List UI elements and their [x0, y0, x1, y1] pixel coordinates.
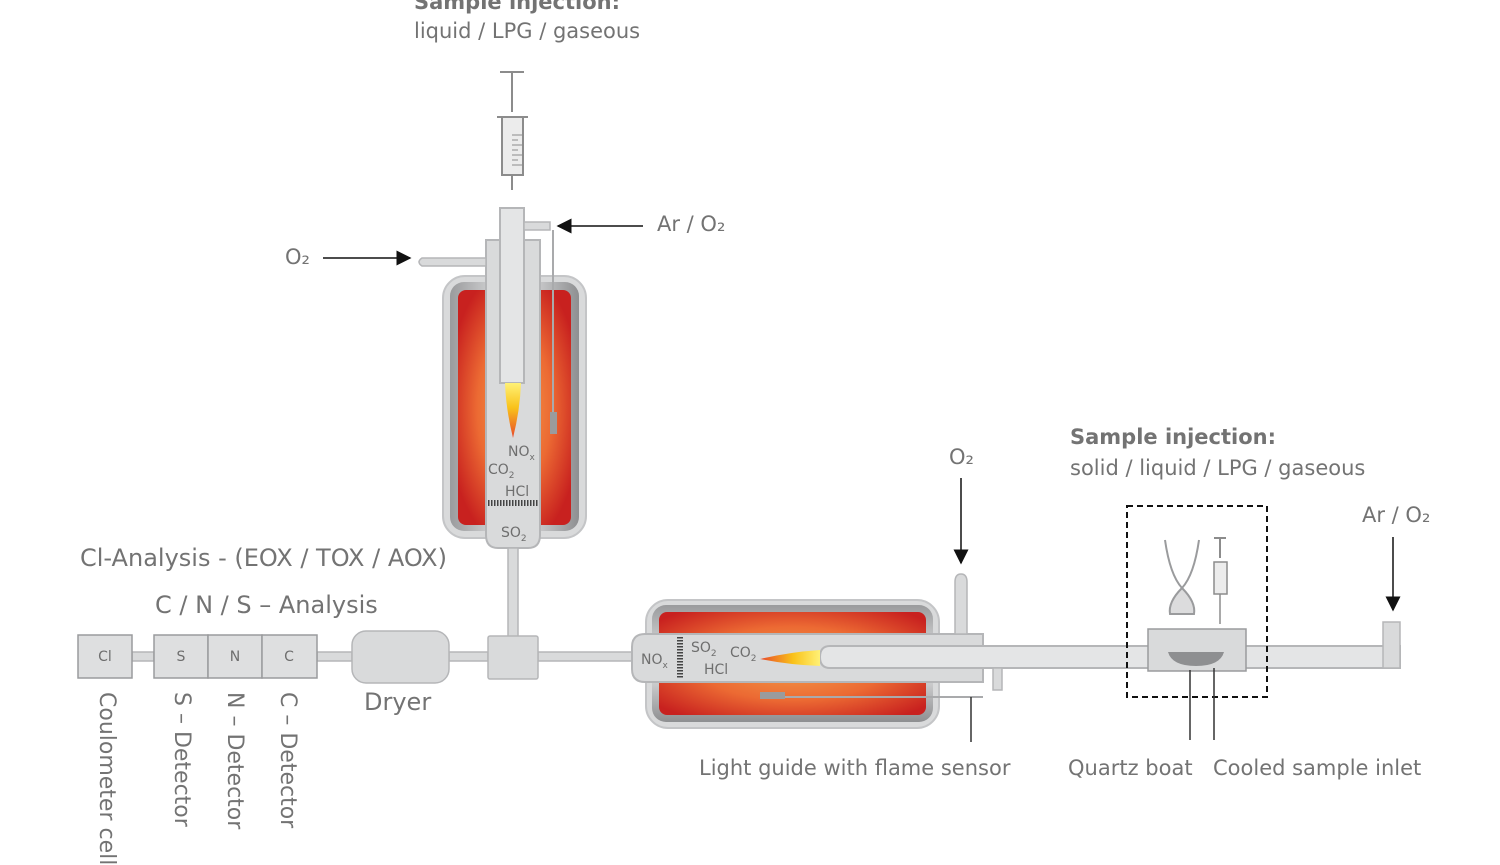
right-ar-o2-label: Ar / O₂ — [1362, 503, 1431, 527]
h-gas-so2: SO2 — [691, 640, 717, 659]
v-gas-co2: CO2 — [488, 462, 515, 481]
solid-injection-box — [1126, 505, 1268, 698]
top-injection-title: Sample injection: — [414, 0, 621, 14]
vertical-furnace: NOx CO2 HCl SO2 — [418, 207, 587, 639]
main-tubing — [131, 635, 634, 680]
top-injection-subtitle: liquid / LPG / gaseous — [414, 19, 641, 43]
box-s: S — [177, 649, 186, 665]
light-guide-label: Light guide with flame sensor — [699, 756, 1011, 780]
n-detector-label: N – Detector — [222, 692, 247, 830]
top-ar-o2-label: Ar / O₂ — [657, 212, 726, 236]
callout-lines — [970, 668, 1215, 742]
detector-boxes — [77, 634, 318, 679]
s-detector-label: S – Detector — [169, 692, 194, 827]
h-gas-hcl: HCl — [704, 662, 728, 678]
inlet-elbow — [1382, 621, 1401, 669]
h-gas-co2: CO2 — [730, 645, 757, 664]
right-injection-subtitle: solid / liquid / LPG / gaseous — [1070, 456, 1366, 480]
cns-analysis-title: C / N / S – Analysis — [155, 591, 378, 619]
right-injection-title: Sample injection: — [1070, 425, 1277, 449]
coulometer-label: Coulometer cell — [94, 692, 119, 865]
dryer-label: Dryer — [364, 688, 432, 716]
v-gas-so2: SO2 — [501, 525, 527, 544]
c-detector-label: C – Detector — [275, 692, 300, 829]
diagram-canvas: NOx CO2 HCl SO2 Cl S N C — [77, 71, 1401, 742]
dryer-unit — [351, 630, 450, 684]
v-gas-hcl: HCl — [505, 484, 529, 500]
box-c: C — [284, 649, 294, 665]
top-o2-label: O₂ — [285, 245, 310, 269]
box-n: N — [230, 649, 240, 665]
cooled-inlet-label: Cooled sample inlet — [1213, 756, 1422, 780]
top-syringe — [497, 71, 528, 190]
quartz-boat-label: Quartz boat — [1068, 756, 1193, 780]
v-gas-nox: NOx — [508, 444, 536, 463]
flow-arrows — [323, 218, 1401, 612]
box-cl: Cl — [98, 649, 112, 665]
diagram-stage: NOx CO2 HCl SO2 Cl S N C — [77, 0, 1431, 865]
h-gas-nox: NOx — [641, 652, 669, 671]
cl-analysis-title: Cl-Analysis - (EOX / TOX / AOX) — [80, 544, 447, 572]
mid-o2-label: O₂ — [949, 445, 974, 469]
horizontal-furnace: NOx SO2 CO2 HCl — [631, 573, 1401, 729]
